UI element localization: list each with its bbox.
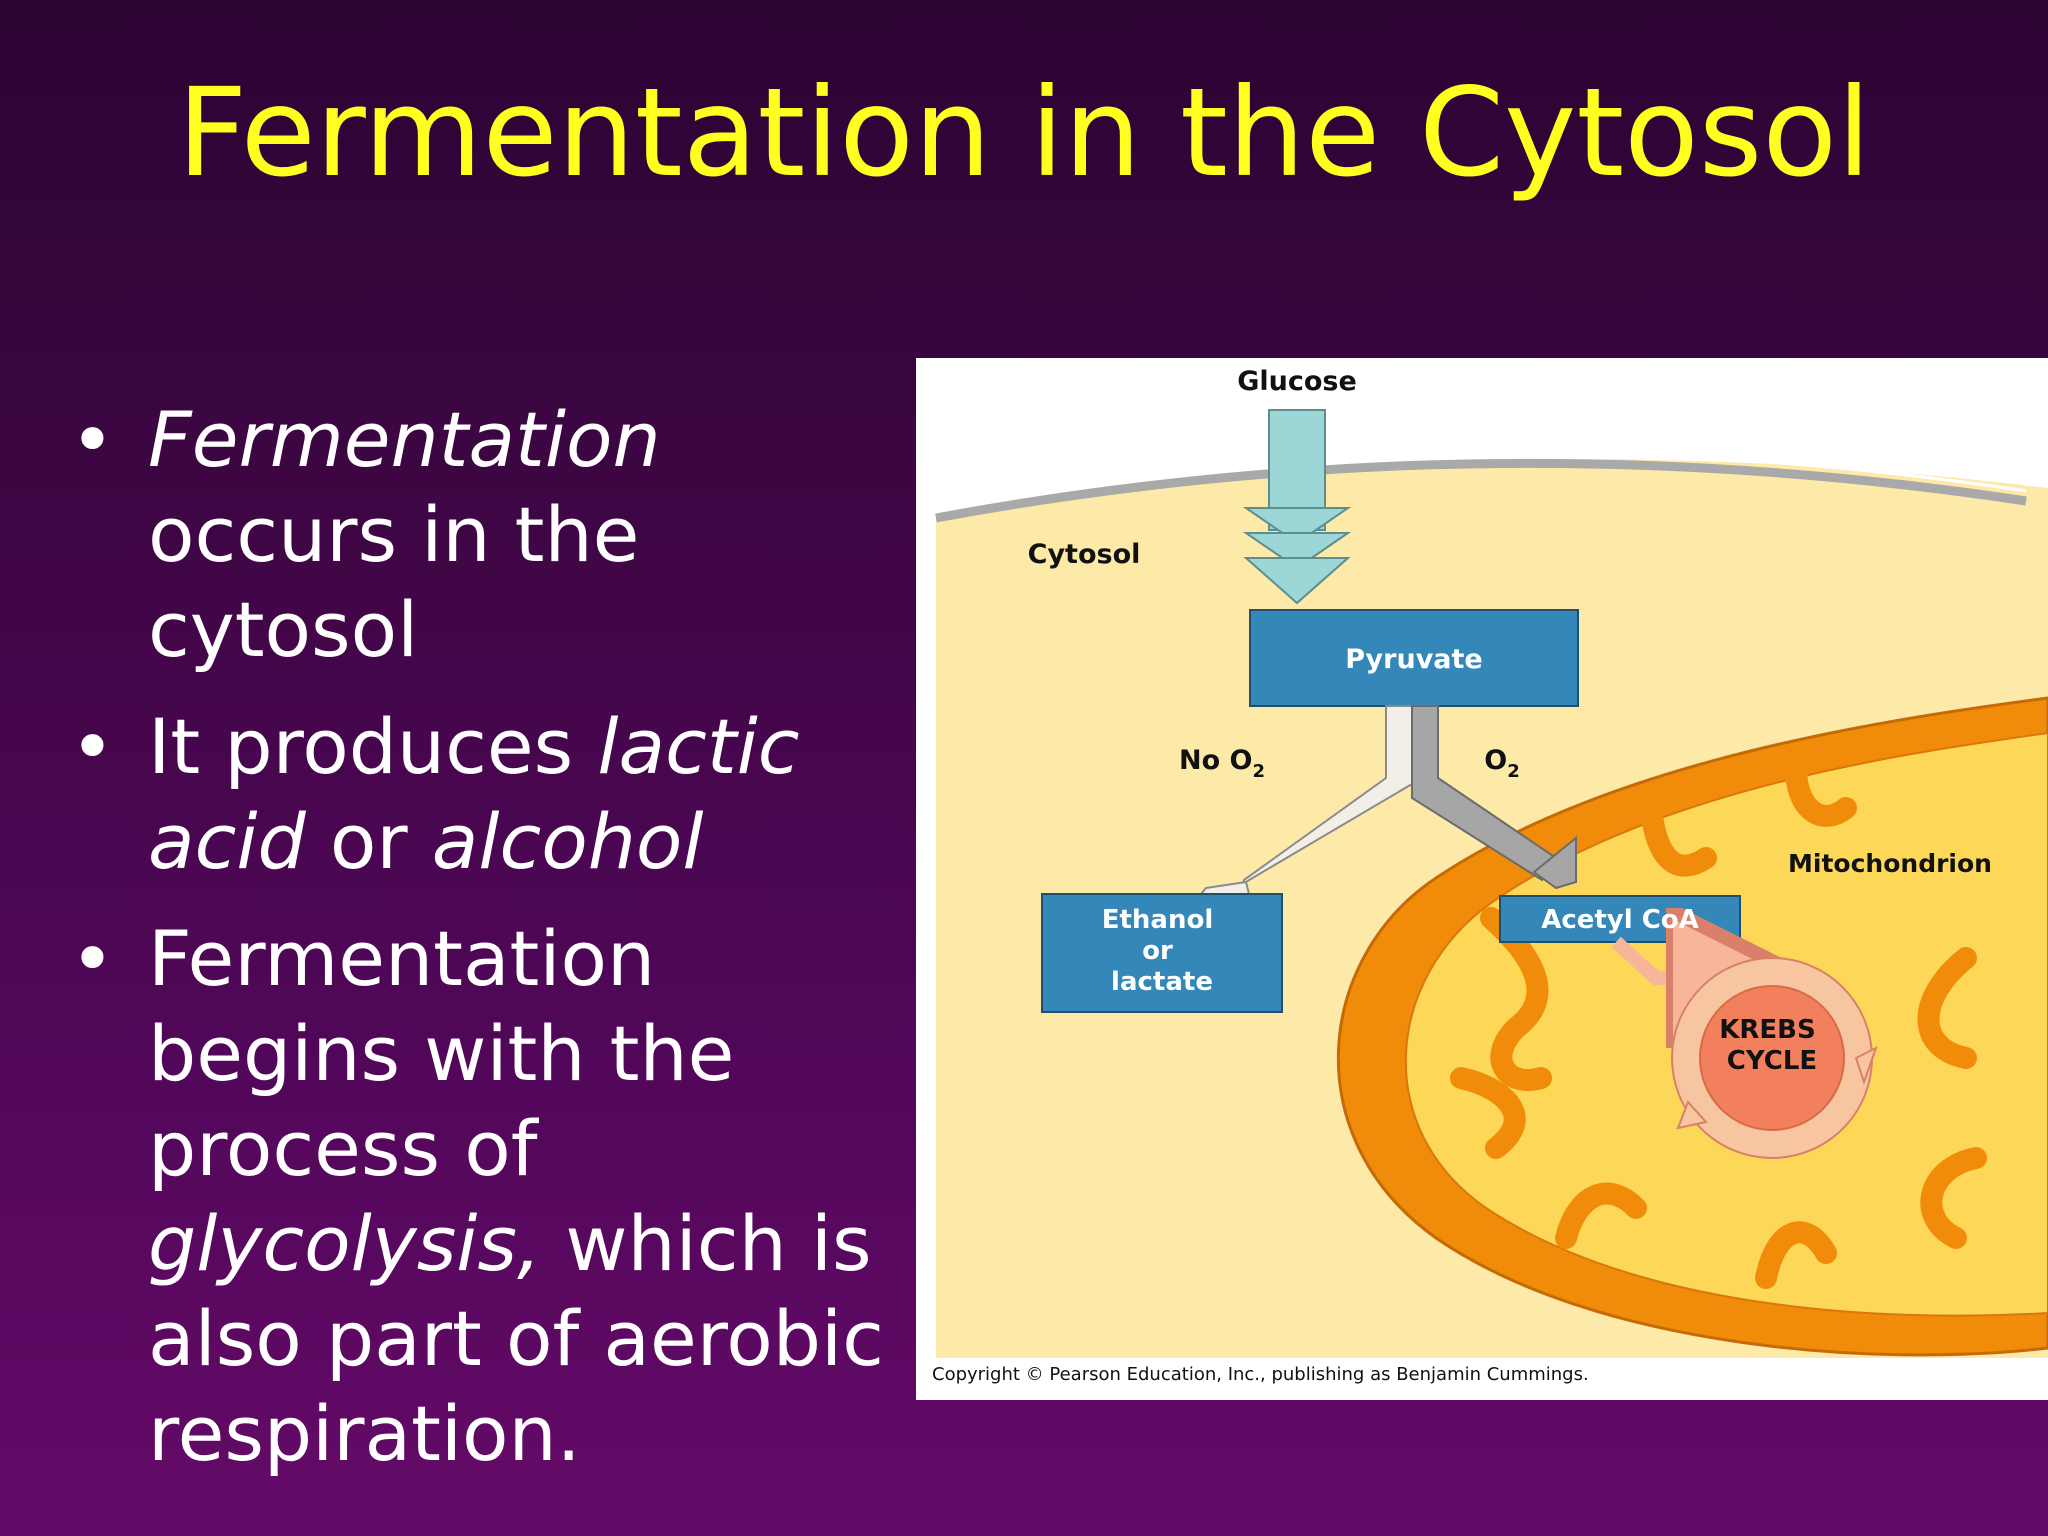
bullet-text-italic: glycolysis, — [148, 1199, 542, 1288]
crista — [1785, 757, 1857, 827]
bullet-text: which is also part of aerobic respiratio… — [148, 1199, 884, 1478]
diagram-canvas: Glucose Cytosol Pyruvate No O2 O2 Mitoch… — [935, 366, 2048, 1358]
o2-text: O — [1484, 745, 1507, 776]
crista — [1755, 1221, 1837, 1289]
krebs-line: CYCLE — [1727, 1046, 1817, 1076]
copyright-notice: Copyright © Pearson Education, Inc., pub… — [932, 1364, 1589, 1385]
fermentation-diagram: Glucose Cytosol Pyruvate No O2 O2 Mitoch… — [916, 358, 2048, 1400]
cell-membrane — [935, 458, 2027, 523]
crista — [1917, 947, 1977, 1069]
crista — [1640, 797, 1717, 877]
pyruvate-box — [1249, 609, 1579, 707]
bullet-text: or — [305, 797, 432, 886]
bullet-item: Fermentation occurs in the cytosol — [70, 392, 900, 677]
no-o2-subscript: 2 — [1252, 761, 1265, 782]
ethanol-line: or — [1142, 936, 1173, 966]
ethanol-line: Ethanol — [1102, 905, 1214, 935]
bullet-text: occurs in the cytosol — [148, 490, 640, 674]
krebs-label: KREBS CYCLE — [1719, 1015, 1825, 1076]
krebs-cycle — [1671, 957, 1878, 1159]
bullet-text: Fermentation begins with the process of — [148, 914, 735, 1193]
cell-membrane-inner — [935, 451, 2027, 510]
krebs-cycle-arrow-icon — [1854, 1045, 1878, 1086]
slide-title: Fermentation in the Cytosol — [177, 62, 1871, 204]
krebs-line: KREBS — [1719, 1015, 1815, 1045]
bullet-text: It produces — [148, 702, 598, 791]
ethanol-label: Ethanol or lactate — [1102, 905, 1223, 997]
bullet-item: It produces lactic acid or alcohol — [70, 699, 900, 889]
bullet-list: Fermentation occurs in the cytosol It pr… — [70, 392, 900, 1503]
krebs-cycle-arrow-icon — [1676, 1100, 1708, 1130]
ethanol-line: lactate — [1111, 967, 1213, 997]
no-o2-label: No O2 — [1179, 745, 1265, 782]
glucose-arrow — [1242, 409, 1352, 605]
crista — [1450, 1067, 1526, 1159]
mitochondrion-label: Mitochondrion — [1788, 849, 1992, 878]
acetyl-to-krebs-arrow — [1611, 942, 1736, 978]
crista — [1920, 1147, 1987, 1249]
ethanol-box — [1041, 893, 1283, 1013]
crista — [1555, 1182, 1647, 1249]
pyruvate-label: Pyruvate — [1345, 644, 1482, 675]
o2-arrow — [1411, 705, 1577, 890]
bullet-item: Fermentation begins with the process of … — [70, 911, 900, 1481]
acetyl-coa-label: Acetyl CoA — [1541, 905, 1699, 935]
bullet-text-italic: Fermentation — [148, 395, 661, 484]
o2-label: O2 — [1484, 745, 1519, 782]
bullet-text-italic: alcohol — [431, 797, 704, 886]
glucose-label: Glucose — [1237, 366, 1357, 397]
no-o2-text: No O — [1179, 745, 1253, 776]
cytosol-label: Cytosol — [1028, 539, 1141, 570]
crista — [1480, 907, 1552, 1091]
bullet-text-italic: lactic acid — [148, 702, 800, 886]
o2-subscript: 2 — [1507, 761, 1520, 782]
